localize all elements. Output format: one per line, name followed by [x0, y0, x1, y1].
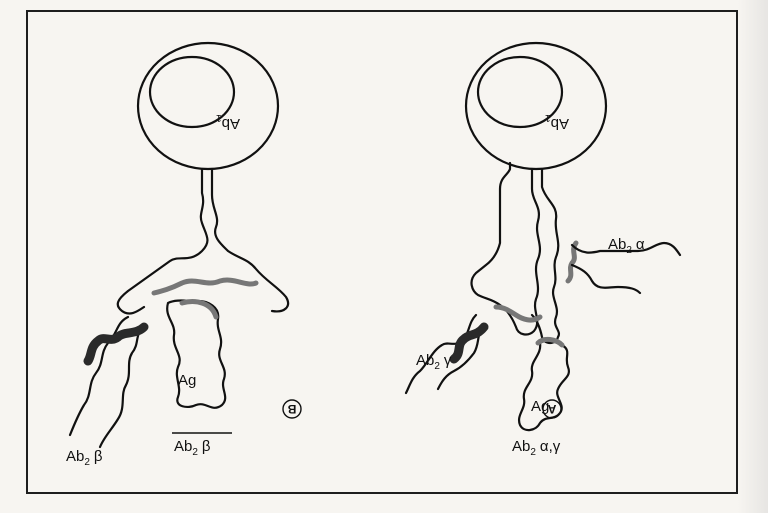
panel-b-cell-label: Ab1	[216, 112, 240, 132]
panel-b-letter: B	[287, 402, 296, 416]
panel-a-cell	[466, 43, 606, 169]
panel-a-letter: A	[547, 402, 556, 416]
panel-b-cell	[138, 43, 278, 169]
panel-b-antigen-label: Ag	[178, 372, 196, 389]
page-edge-shadow	[738, 0, 768, 513]
panel-b-receptor-left	[212, 169, 288, 311]
panel-b-gray-binding	[154, 280, 256, 293]
panel-a-gamma-dark	[454, 327, 484, 359]
panel-a-antigen-label: Ag	[531, 398, 549, 415]
panel-a-gray-binding-left	[496, 307, 540, 320]
panel-a: Ab1 Ag A	[406, 43, 680, 458]
panel-a-antigen	[519, 341, 569, 430]
panel-a-cell-label: Ab1	[545, 112, 569, 132]
